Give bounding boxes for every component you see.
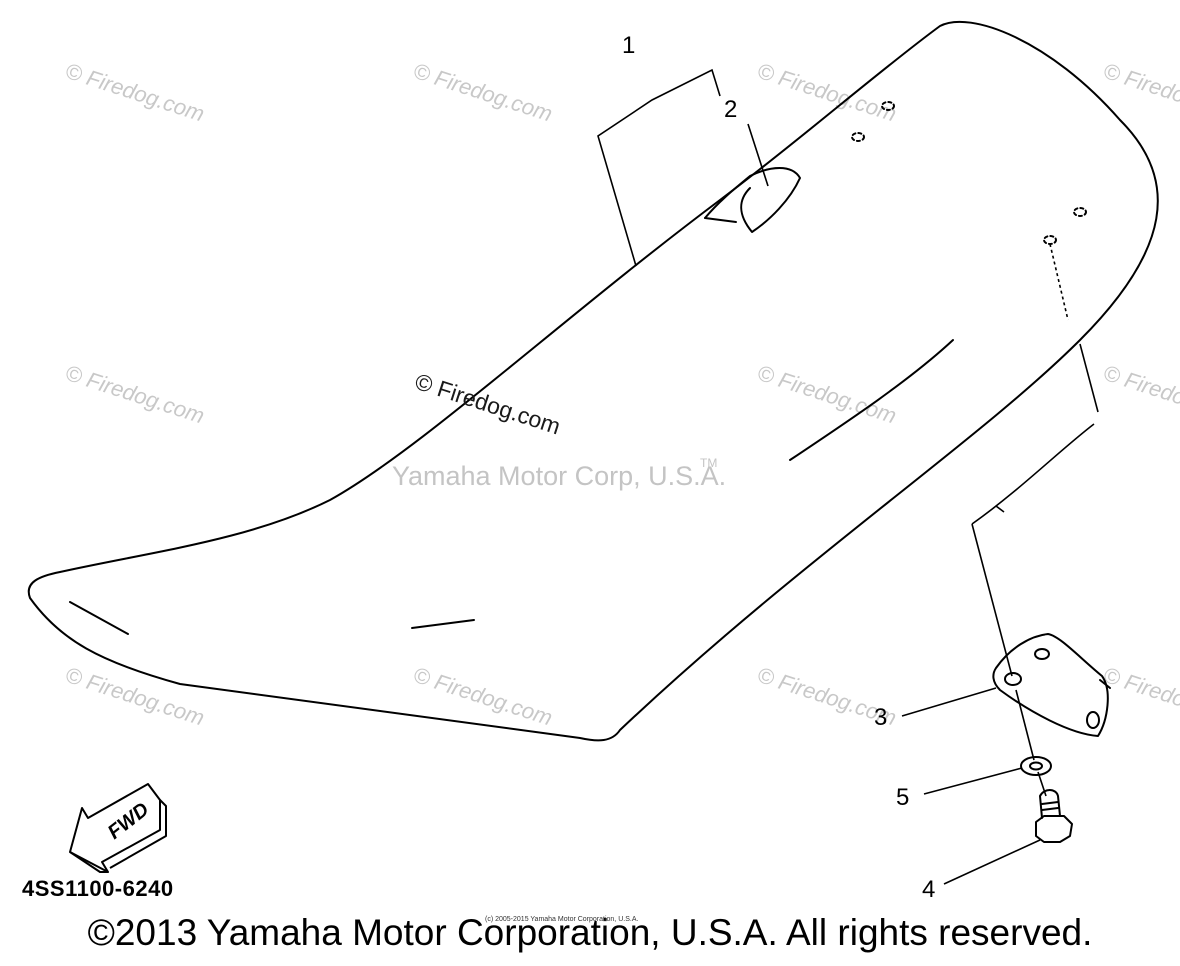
axis-line-5 — [1037, 771, 1047, 797]
leader-3 — [901, 687, 997, 717]
forward-arrow-icon — [69, 783, 167, 873]
seat-outline — [27, 20, 1159, 742]
dash-line-upper — [1049, 243, 1069, 321]
axis-line-1 — [1079, 343, 1099, 413]
callout-3: 3 — [874, 704, 888, 731]
part-number: 4SS1100-6240 — [22, 876, 174, 901]
seat-crease-rear — [789, 339, 954, 461]
trademark-mark: TM — [700, 456, 718, 470]
bracket — [992, 633, 1109, 737]
tiny-copyright: (c) 2005-2015 Yamaha Motor Corporation, … — [485, 916, 639, 923]
callout-2: 2 — [724, 96, 738, 123]
seat-strap-edge — [704, 217, 737, 223]
axis-line-4 — [1015, 689, 1035, 761]
callout-5: 5 — [896, 784, 910, 811]
seat-crease-front — [69, 601, 129, 635]
copyright-notice: ©2013 Yamaha Motor Corporation, U.S.A. A… — [87, 912, 1093, 953]
axis-line-3 — [971, 523, 1013, 677]
seat-crease-middle — [411, 619, 475, 629]
callout-1: 1 — [622, 32, 636, 59]
leader-2 — [747, 123, 769, 187]
callout-4: 4 — [922, 876, 936, 903]
corp-watermark: Yamaha Motor Corp, U.S.A. — [392, 461, 727, 491]
leader-4 — [943, 839, 1041, 885]
bolt-shank — [1039, 789, 1061, 819]
leader-5 — [923, 767, 1023, 795]
seat-strap — [704, 167, 801, 233]
bolt-head — [1035, 815, 1073, 843]
axis-line-2 — [971, 423, 1095, 525]
leader-1 — [597, 68, 721, 267]
